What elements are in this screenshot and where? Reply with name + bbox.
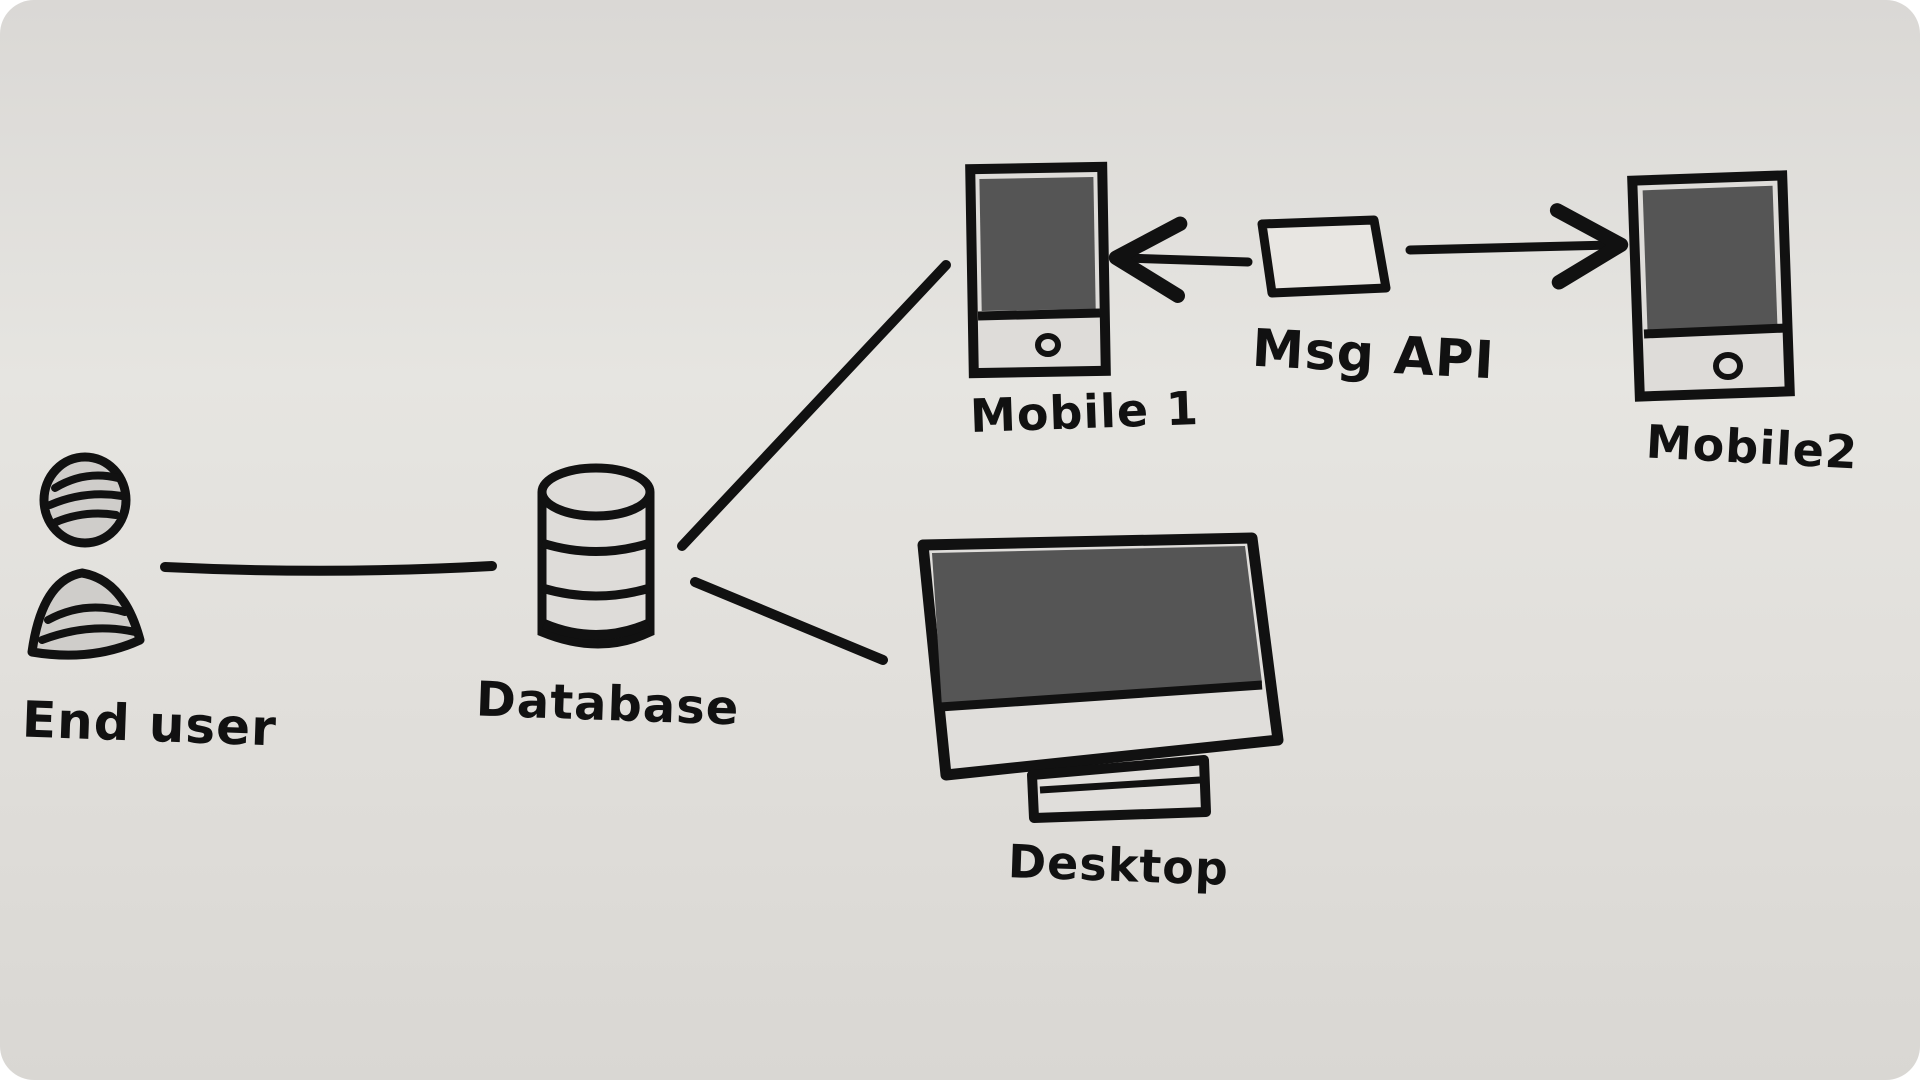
- desktop-label: Desktop: [1007, 834, 1230, 896]
- mobile-1-label: Mobile 1: [969, 381, 1200, 443]
- end-user-label: End user: [21, 690, 278, 758]
- edge-database-desktop: [690, 577, 888, 665]
- desktop-monitor-icon: [917, 532, 1284, 823]
- edge-end-user-database: [160, 561, 497, 576]
- arrow-msg-api-to-mobile-1: [1108, 216, 1253, 303]
- arrow-msg-api-to-mobile-2: [1405, 203, 1629, 290]
- user-icon: [27, 452, 145, 660]
- mobile-phone-icon: [1627, 170, 1795, 402]
- api-box-icon: [1257, 215, 1391, 298]
- edge-database-mobile-1: [677, 260, 951, 551]
- database-icon: [537, 463, 655, 649]
- database-label: Database: [475, 671, 741, 737]
- msg-api-label: Msg API: [1250, 318, 1497, 392]
- mobile-2-label: Mobile2: [1644, 414, 1860, 480]
- mobile-phone-icon: [965, 161, 1111, 379]
